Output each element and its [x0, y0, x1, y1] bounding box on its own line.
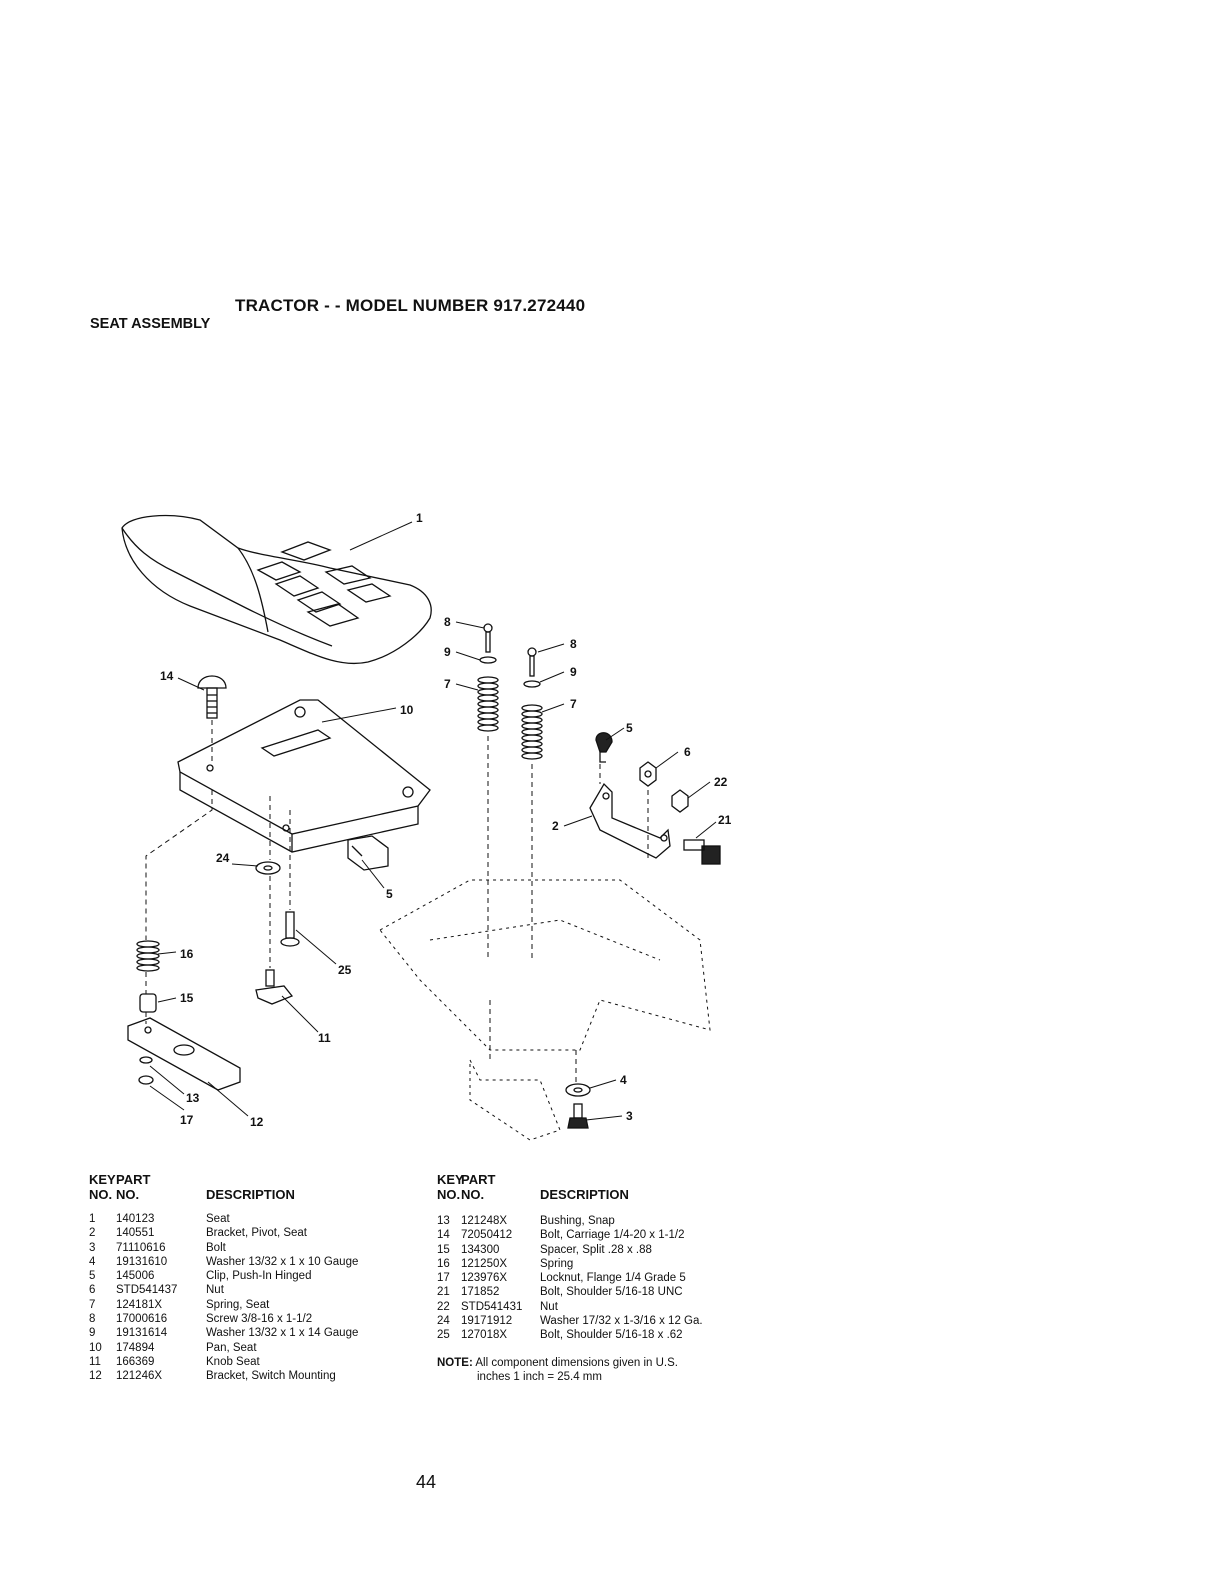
page-title: TRACTOR - - MODEL NUMBER 917.272440 — [235, 296, 586, 315]
carriage-bolt-part — [197, 675, 227, 719]
callout-1: 1 — [416, 511, 423, 525]
nut-part — [639, 761, 657, 787]
callout-10: 10 — [400, 703, 414, 717]
note-line-1: All component dimensions given in U.S. — [475, 1357, 678, 1369]
washer-24-part — [255, 861, 281, 875]
callout-5a: 5 — [626, 721, 633, 735]
shoulder-bolt-25-part — [280, 911, 300, 947]
callout-14: 14 — [160, 669, 174, 683]
callout-24: 24 — [216, 851, 230, 865]
seat-part — [121, 514, 432, 665]
callout-2: 2 — [552, 819, 559, 833]
alignment-lines — [145, 720, 649, 1082]
callout-16: 16 — [180, 947, 194, 961]
washer-4-part — [565, 1083, 591, 1097]
note-line-2: inches 1 inch = 25.4 mm — [477, 1371, 602, 1383]
callout-17: 17 — [180, 1113, 194, 1127]
callout-21: 21 — [718, 813, 732, 827]
callout-5b: 5 — [386, 887, 393, 901]
dimensions-note: NOTE: All component dimensions given in … — [437, 1356, 678, 1384]
switch-bracket-part — [127, 1017, 241, 1091]
callout-8a: 8 — [444, 615, 451, 629]
leader-lines — [149, 521, 717, 1121]
nut-22-part — [671, 789, 689, 813]
knob-seat-part — [255, 969, 294, 1005]
screw-washer-stack-left — [479, 623, 497, 664]
callout-7a: 7 — [444, 677, 451, 691]
seat-spring-right — [521, 704, 543, 760]
callout-3: 3 — [626, 1109, 633, 1123]
callout-6: 6 — [684, 745, 691, 759]
callout-9a: 9 — [444, 645, 451, 659]
bushing-locknut-parts — [138, 1056, 154, 1085]
section-title: SEAT ASSEMBLY — [90, 316, 211, 332]
callout-4: 4 — [620, 1073, 627, 1087]
bolt-3-part — [567, 1103, 589, 1129]
callout-9b: 9 — [570, 665, 577, 679]
pivot-bracket-part — [589, 782, 671, 859]
callout-15: 15 — [180, 991, 194, 1005]
shoulder-bolt-part — [683, 839, 721, 865]
callout-8b: 8 — [570, 637, 577, 651]
note-label: NOTE: — [437, 1357, 473, 1369]
callout-12: 12 — [250, 1115, 264, 1129]
table-header: KEY NO. PART NO. DESCRIPTION — [89, 1172, 295, 1202]
seat-pan-part — [177, 699, 431, 853]
push-in-clip-part — [595, 732, 613, 763]
push-in-clip-lower — [347, 835, 389, 871]
callout-7b: 7 — [570, 697, 577, 711]
spring-16-part — [136, 940, 160, 972]
callout-13: 13 — [186, 1091, 200, 1105]
table-header: KEY NO. PART NO. DESCRIPTION — [437, 1172, 629, 1202]
callout-11: 11 — [318, 1031, 331, 1045]
spacer-15-part — [139, 993, 157, 1013]
tractor-frame-ghost — [379, 879, 711, 1141]
callout-22: 22 — [714, 775, 728, 789]
callout-25: 25 — [338, 963, 352, 977]
seat-spring-left — [477, 676, 499, 732]
screw-washer-stack-right — [523, 647, 541, 688]
page-number: 44 — [416, 1472, 437, 1492]
